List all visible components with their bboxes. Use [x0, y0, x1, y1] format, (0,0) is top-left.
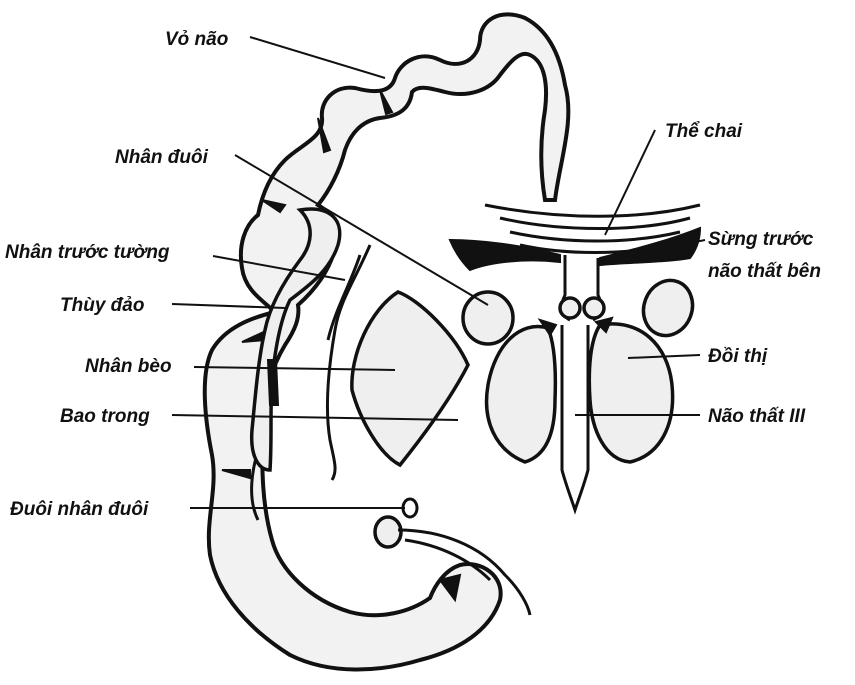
label-internal-capsule: Bao trong: [60, 406, 150, 427]
lentiform-nucleus: [352, 292, 468, 465]
leader-corpus-callosum: [605, 130, 655, 235]
label-caudate-tail: Đuôi nhân đuôi: [10, 499, 149, 520]
label-insula: Thùy đảo: [60, 295, 144, 316]
label-lentiform: Nhân bèo: [85, 356, 172, 377]
label-cortex: Vỏ não: [165, 29, 228, 50]
label-caudate: Nhân đuôi: [115, 147, 209, 168]
label-anterior-horn-2: não thất bên: [708, 261, 821, 282]
label-anterior-horn-1: Sừng trước: [708, 229, 814, 250]
label-third-ventricle: Não thất III: [708, 406, 806, 427]
label-corpus-callosum: Thể chai: [665, 121, 743, 142]
label-claustrum: Nhân trước tường: [5, 242, 170, 263]
leader-cortex: [250, 37, 385, 78]
label-thalamus: Đồi thị: [708, 346, 768, 367]
